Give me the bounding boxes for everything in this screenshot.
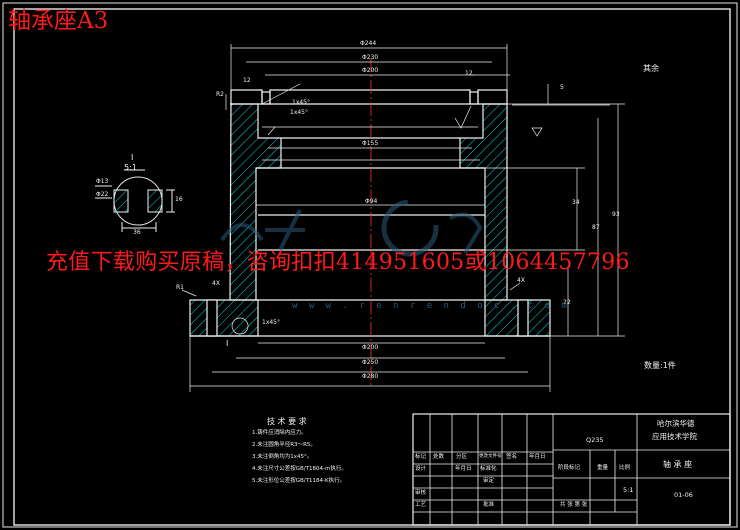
detail-label: I <box>131 153 134 162</box>
header-zone: 分区 <box>456 454 468 460</box>
drawing-number: 01-06 <box>674 491 693 499</box>
header-count: 处数 <box>433 454 445 460</box>
dim-chamfer-2: 1x45° <box>290 109 309 116</box>
top-notch-right <box>469 91 479 105</box>
row-process: 工艺 <box>415 502 427 508</box>
tech-req-item: 1.铸件应消除内应力。 <box>252 430 307 436</box>
detail-slot-right <box>147 189 163 213</box>
dim-r1: R2 <box>216 91 224 98</box>
top-flange <box>230 89 508 104</box>
inner-frame <box>13 8 731 526</box>
ratio-label: 比例 <box>619 465 631 471</box>
horizontal-dimensions <box>189 44 551 392</box>
dim-r2: R1 <box>176 284 184 291</box>
dim-h7: 12 <box>465 70 473 77</box>
watermark-url: w w w . r e n r e n d o c . c o m <box>292 301 570 311</box>
school-line-2: 应用技术学院 <box>652 432 697 441</box>
tech-req-item: 5.未注形位公差按GB/T1184-K执行。 <box>252 478 346 484</box>
left-flange-hatch <box>189 299 259 337</box>
material: Q235 <box>586 436 604 444</box>
watermark-text: 充值下载购买原稿，咨询扣扣414951605或1064457796 <box>46 250 630 275</box>
watermark-logo <box>220 199 483 257</box>
date-label: 年月日 <box>455 466 472 472</box>
detail-callout: I <box>226 339 229 348</box>
detail-dim-r2: Φ22 <box>96 191 109 198</box>
dim-core: Φ94 <box>365 198 378 205</box>
dim-h5: 5 <box>560 84 564 91</box>
detail-slot-left <box>113 189 129 213</box>
detail-dim-height: 36 <box>133 229 141 236</box>
detail-dim-r1: Φ13 <box>96 178 109 185</box>
dim-h4: 22 <box>563 299 571 306</box>
tech-req-item: 4.未注尺寸公差按GB/T1804-m执行。 <box>252 466 347 472</box>
left-bolt-hole <box>206 299 218 337</box>
dim-h6: 12 <box>243 77 251 84</box>
dim-m2: 4X <box>517 277 525 284</box>
row-check: 审核 <box>415 490 427 496</box>
quantity-label: 数量:1件 <box>644 361 676 370</box>
school-line-1: 哈尔滨华德 <box>657 419 695 428</box>
dim-bottom-3: Φ280 <box>362 373 379 380</box>
dim-chamfer-3: 1x45° <box>262 319 281 326</box>
header-mark: 标记 <box>415 454 427 460</box>
standardization: 标准化 <box>480 466 497 472</box>
dim-chamfer-1: 1x45° <box>292 99 311 106</box>
dim-top-1: Φ230 <box>362 54 379 61</box>
detail-dim-width: 16 <box>175 196 183 203</box>
tech-req-item: 2.未注圆角半径R3～R5。 <box>252 442 316 448</box>
dim-top-2: Φ200 <box>362 67 379 74</box>
dim-bottom-1: Φ200 <box>362 344 379 351</box>
detail-scale: 5:1 <box>124 163 137 172</box>
weight-label: 重量 <box>597 465 609 471</box>
title-block <box>412 413 731 526</box>
detail-view <box>95 169 175 232</box>
sheet-label: 共 张 第 张 <box>560 502 588 508</box>
header-date: 年月日 <box>529 454 546 460</box>
vertical-dimensions <box>485 84 625 337</box>
review: 审定 <box>483 478 495 484</box>
dim-h3: 93 <box>612 211 620 218</box>
surface-roughness-note: 其余 <box>643 64 659 73</box>
header-change-doc: 更改文件号 <box>479 454 502 459</box>
dim-bottom-2: Φ250 <box>362 359 379 366</box>
approval: 批准 <box>483 502 495 508</box>
stage-label: 阶段标记 <box>558 465 581 471</box>
dim-mid: Φ155 <box>362 140 379 147</box>
dim-h1: 34 <box>572 199 580 206</box>
annotation-leaders <box>181 74 543 335</box>
dim-h2: 87 <box>592 224 600 231</box>
row-design: 设计 <box>415 466 427 472</box>
scale-value: 5:1 <box>623 486 634 494</box>
part-name: 轴 承 座 <box>663 460 693 469</box>
bearing-seat-section <box>189 89 551 337</box>
header-sign: 签名 <box>506 454 518 460</box>
dim-m1: 4X <box>212 280 220 287</box>
tech-req-item: 3.未注倒角均为1x45°。 <box>252 454 313 460</box>
dim-outer-top: Φ244 <box>360 40 377 47</box>
page-title: 轴承座A3 <box>8 8 109 34</box>
tech-req-title: 技 术 要 求 <box>267 417 307 426</box>
